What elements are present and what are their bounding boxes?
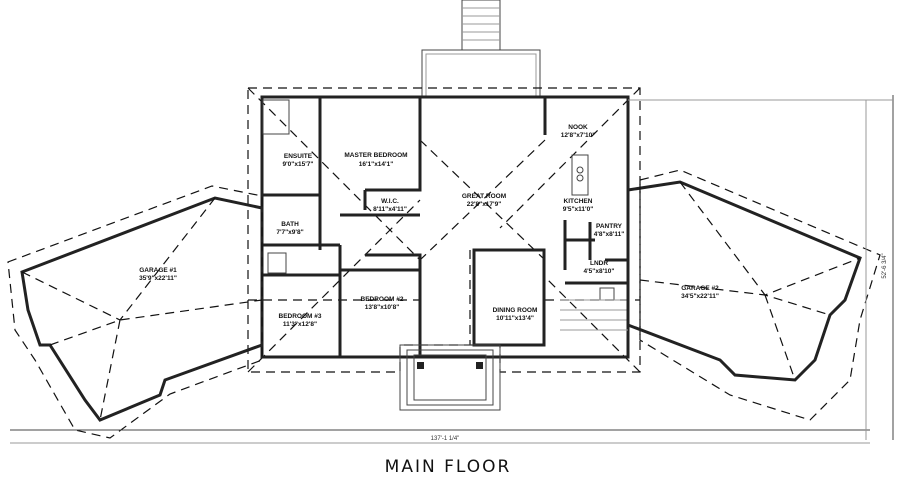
room-label-wic: W.I.C.8'11"x4'11": [373, 198, 407, 213]
garage-2: [626, 169, 881, 421]
svg-text:4'5"x8'10": 4'5"x8'10": [584, 268, 615, 275]
garage-1: [7, 185, 264, 439]
svg-text:NOOK: NOOK: [568, 124, 588, 131]
svg-text:35'9"x22'11": 35'9"x22'11": [139, 275, 177, 282]
room-label-garage-1: GARAGE #135'9"x22'11": [139, 267, 177, 282]
room-label-garage-2: GARAGE #234'5"x22'11": [681, 285, 719, 300]
svg-text:9'0"x15'7": 9'0"x15'7": [283, 161, 314, 168]
svg-text:BATH: BATH: [281, 221, 299, 228]
svg-text:MASTER BEDROOM: MASTER BEDROOM: [344, 152, 407, 159]
svg-text:DINING ROOM: DINING ROOM: [493, 307, 538, 314]
svg-text:ENSUITE: ENSUITE: [284, 153, 313, 160]
svg-text:52'-6 3/4": 52'-6 3/4": [882, 253, 888, 278]
fixtures: [262, 99, 628, 331]
svg-text:GARAGE #1: GARAGE #1: [139, 267, 177, 274]
svg-text:8'11"x4'11": 8'11"x4'11": [373, 206, 407, 213]
plan-title: MAIN FLOOR: [385, 457, 512, 477]
svg-text:13'8"x10'8": 13'8"x10'8": [365, 304, 400, 311]
svg-text:10'11"x13'4": 10'11"x13'4": [496, 315, 534, 322]
dimension-depth: 52'-6 3/4": [628, 95, 894, 440]
svg-text:GARAGE #2: GARAGE #2: [681, 285, 719, 292]
svg-text:LNDR: LNDR: [590, 260, 608, 267]
rear-stairs: [461, 0, 501, 51]
dimension-width: 137'-1 1/4": [10, 429, 870, 444]
room-label-bedroom-2: BEDROOM #213'8"x10'8": [361, 296, 404, 311]
room-label-master-bedroom: MASTER BEDROOM 16'1"x14'1": [344, 152, 407, 168]
svg-text:GREAT ROOM: GREAT ROOM: [462, 193, 506, 200]
svg-text:4'8"x8'11": 4'8"x8'11": [594, 231, 625, 238]
room-label-bedroom-3: BEDROOM #311'3"x12'8": [279, 313, 322, 328]
svg-text:137'-1 1/4": 137'-1 1/4": [431, 436, 460, 442]
svg-text:16'1"x14'1": 16'1"x14'1": [359, 161, 394, 168]
svg-text:7'7"x9'8": 7'7"x9'8": [276, 229, 303, 236]
svg-text:11'3"x12'8": 11'3"x12'8": [283, 321, 317, 328]
svg-text:BEDROOM #3: BEDROOM #3: [279, 313, 322, 320]
svg-text:PANTRY: PANTRY: [596, 223, 623, 230]
svg-text:12'8"x7'10": 12'8"x7'10": [561, 132, 596, 139]
svg-text:9'5"x11'0": 9'5"x11'0": [563, 206, 594, 213]
svg-text:KITCHEN: KITCHEN: [564, 198, 593, 205]
svg-text:34'5"x22'11": 34'5"x22'11": [681, 293, 719, 300]
svg-text:22'8"x17'9": 22'8"x17'9": [467, 201, 502, 208]
front-porch: [399, 344, 501, 411]
svg-text:W.I.C.: W.I.C.: [381, 198, 399, 205]
svg-text:BEDROOM #2: BEDROOM #2: [361, 296, 404, 303]
rear-deck: [421, 49, 541, 98]
